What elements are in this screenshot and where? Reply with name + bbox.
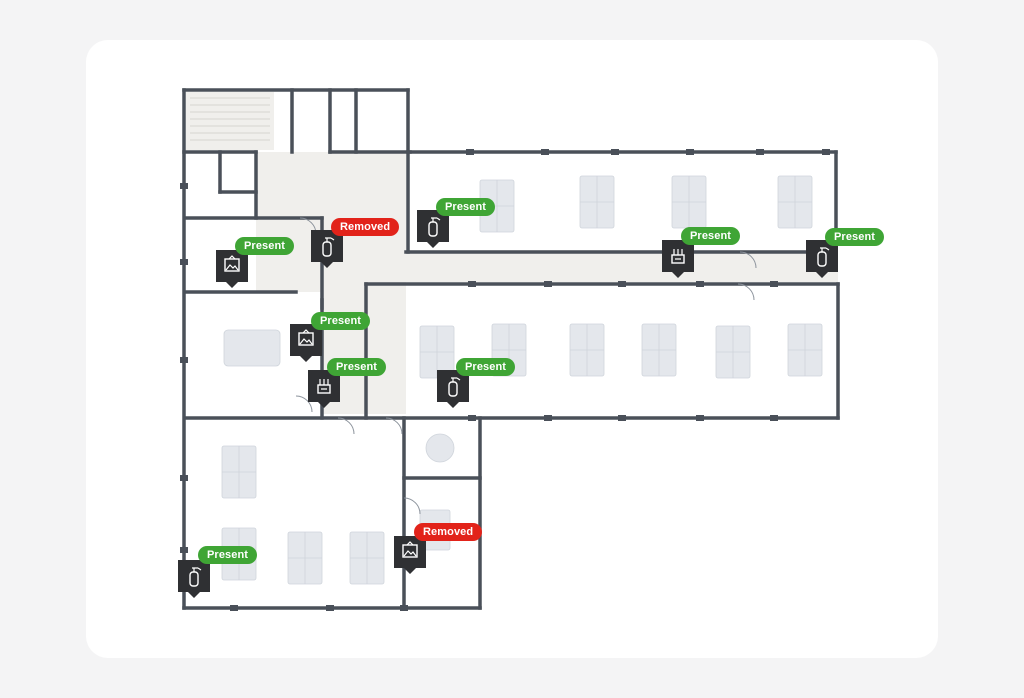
wall-pillar	[696, 281, 704, 287]
wall-pillar	[618, 281, 626, 287]
marker-pin	[417, 210, 449, 248]
asset-marker-m6[interactable]	[290, 324, 322, 362]
picture-frame-icon	[224, 255, 240, 272]
wall-pillar	[544, 415, 552, 421]
asset-marker-m2[interactable]	[311, 230, 343, 268]
wall-pillar	[180, 475, 188, 481]
status-badge: Removed	[331, 218, 400, 236]
asset-marker-m8[interactable]	[437, 370, 469, 408]
door-swing	[385, 417, 403, 435]
wall-pillar	[468, 415, 476, 421]
asset-marker-m9[interactable]	[178, 560, 210, 598]
marker-pin	[394, 536, 426, 574]
wall-pillar	[468, 281, 476, 287]
wall-pillar	[230, 605, 238, 611]
asset-marker-m1[interactable]	[216, 250, 248, 288]
door-swing	[739, 251, 757, 269]
wall-pillar	[180, 547, 188, 553]
wall-pillar	[770, 415, 778, 421]
picture-frame-icon	[402, 541, 418, 558]
asset-marker-m10[interactable]	[394, 536, 426, 574]
wall-pillar	[770, 281, 778, 287]
asset-marker-m4[interactable]	[662, 240, 694, 278]
door-swing	[295, 395, 313, 413]
asset-marker-m3[interactable]	[417, 210, 449, 248]
floor-plan-card: Present Removed Present Present Present …	[86, 40, 938, 658]
wall-pillar	[326, 605, 334, 611]
asset-marker-m5[interactable]	[806, 240, 838, 278]
status-badge: Present	[681, 227, 741, 245]
marker-pin	[178, 560, 210, 598]
wall-pillar	[541, 149, 549, 155]
wall-pillar	[686, 149, 694, 155]
status-badge: Present	[198, 546, 258, 564]
marker-pin	[311, 230, 343, 268]
fire-extinguisher-icon	[428, 217, 441, 237]
fire-extinguisher-icon	[322, 237, 335, 257]
fire-extinguisher-icon	[817, 247, 830, 267]
corridor-area	[186, 92, 274, 150]
wall-pillar	[544, 281, 552, 287]
door-swing	[737, 283, 755, 301]
corridor-area	[406, 250, 838, 282]
marker-pin	[437, 370, 469, 408]
picture-frame-icon	[298, 329, 314, 346]
wall-pillar	[466, 149, 474, 155]
status-badge: Present	[327, 358, 387, 376]
fire-extinguisher-icon	[189, 567, 202, 587]
wall-pillar	[180, 357, 188, 363]
door-swing	[337, 417, 355, 435]
wall-pillar	[400, 605, 408, 611]
fire-extinguisher-icon	[448, 377, 461, 397]
asset-marker-m7[interactable]	[308, 370, 340, 408]
marker-pin	[290, 324, 322, 362]
wall-pillar	[618, 415, 626, 421]
wall-pillar	[822, 149, 830, 155]
marker-pin	[216, 250, 248, 288]
wall-pillar	[180, 183, 188, 189]
door-swing	[403, 497, 421, 515]
wall-pillar	[180, 259, 188, 265]
wall-pillar	[611, 149, 619, 155]
electrical-panel-icon	[671, 249, 685, 264]
electrical-panel-icon	[317, 379, 331, 394]
status-badge: Removed	[414, 523, 483, 541]
status-badge: Present	[235, 237, 295, 255]
round-table	[425, 433, 455, 463]
wall-pillar	[696, 415, 704, 421]
status-badge: Present	[436, 198, 496, 216]
floor-plan	[180, 88, 840, 611]
meeting-table	[223, 329, 281, 367]
marker-pin	[806, 240, 838, 278]
status-badge: Present	[825, 228, 885, 246]
wall-pillar	[756, 149, 764, 155]
status-badge: Present	[311, 312, 371, 330]
status-badge: Present	[456, 358, 516, 376]
